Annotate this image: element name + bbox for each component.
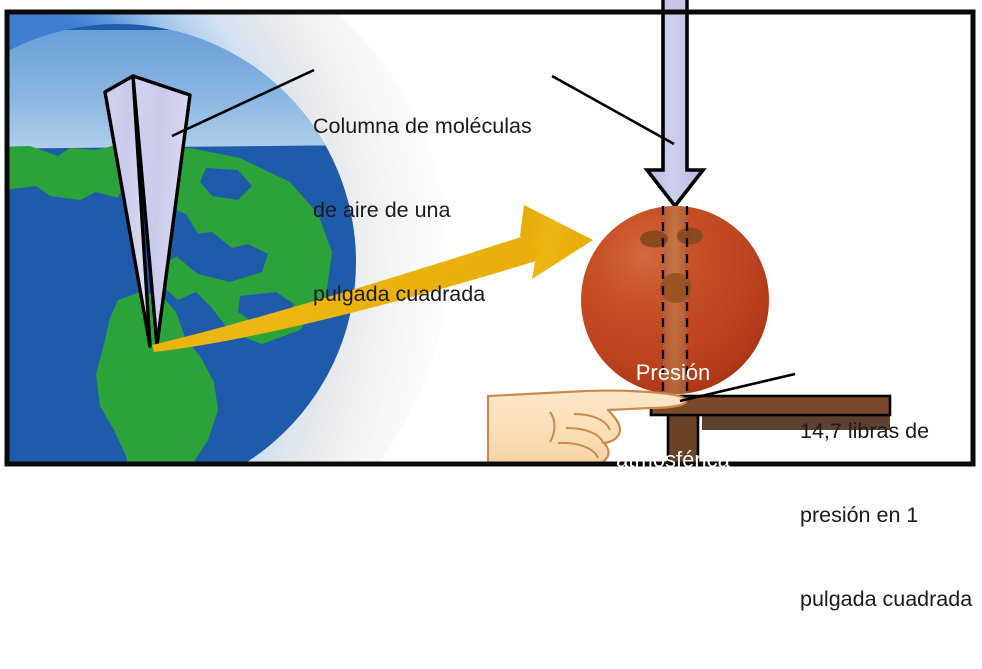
leader-lines xyxy=(171,68,796,403)
curved-yellow-arrow xyxy=(152,205,593,352)
hand-silhouette xyxy=(486,389,688,464)
label-atmospheric-pressure: Presión atmosférica xyxy=(588,300,758,532)
table-leg xyxy=(666,408,700,464)
air-column-left-face xyxy=(103,74,152,348)
figure-border xyxy=(4,9,976,467)
hand-crease-3 xyxy=(557,441,599,459)
leader-line-column xyxy=(171,68,315,138)
label-air-column-line2: de aire de una xyxy=(313,197,451,222)
label-air-column: Columna de moléculas de aire de una pulg… xyxy=(313,57,532,364)
label-air-column-line3: pulgada cuadrada xyxy=(313,281,486,306)
ball-hole-left xyxy=(640,230,668,248)
table-apron xyxy=(702,413,890,430)
land-north xyxy=(7,144,150,200)
label-air-column-line1: Columna de moléculas xyxy=(313,113,532,138)
bowling-ball xyxy=(581,206,769,394)
label-pounds-line1: 14,7 libras de xyxy=(800,418,930,443)
ball-hole-right xyxy=(677,227,703,245)
label-atmospheric-pressure-line1: Presión xyxy=(635,360,711,386)
diagram-canvas xyxy=(4,0,976,467)
ball-hole-thumb xyxy=(660,273,692,303)
square-inch-column-band xyxy=(661,206,689,401)
label-pounds-of-pressure: 14,7 libras de presión en 1 pulgada cuad… xyxy=(800,362,972,669)
label-pounds-line3: pulgada cuadrada xyxy=(800,586,973,611)
pointing-hand xyxy=(486,389,688,464)
wooden-table xyxy=(649,394,892,464)
leader-line-arrow xyxy=(551,74,675,146)
pressure-diagram-figure: Columna de moléculas de aire de una pulg… xyxy=(4,0,976,611)
leader-line-pounds xyxy=(679,372,796,403)
thumb-crease xyxy=(549,411,556,443)
downward-pressure-arrow xyxy=(643,12,707,209)
down-arrow-shape xyxy=(643,12,707,209)
sea-inlet-1 xyxy=(200,168,252,200)
curved-arrow-head xyxy=(520,205,593,279)
label-pounds-line2: presión en 1 xyxy=(800,502,919,527)
sea-inlet-2 xyxy=(176,232,268,282)
hand-crease-2 xyxy=(565,427,604,444)
air-column-wedge xyxy=(103,74,192,348)
label-atmospheric-pressure-line2: atmosférica xyxy=(616,447,730,473)
hand-crease-1 xyxy=(573,413,611,431)
air-column-right-face xyxy=(131,74,192,347)
curved-arrow-body xyxy=(152,231,546,352)
